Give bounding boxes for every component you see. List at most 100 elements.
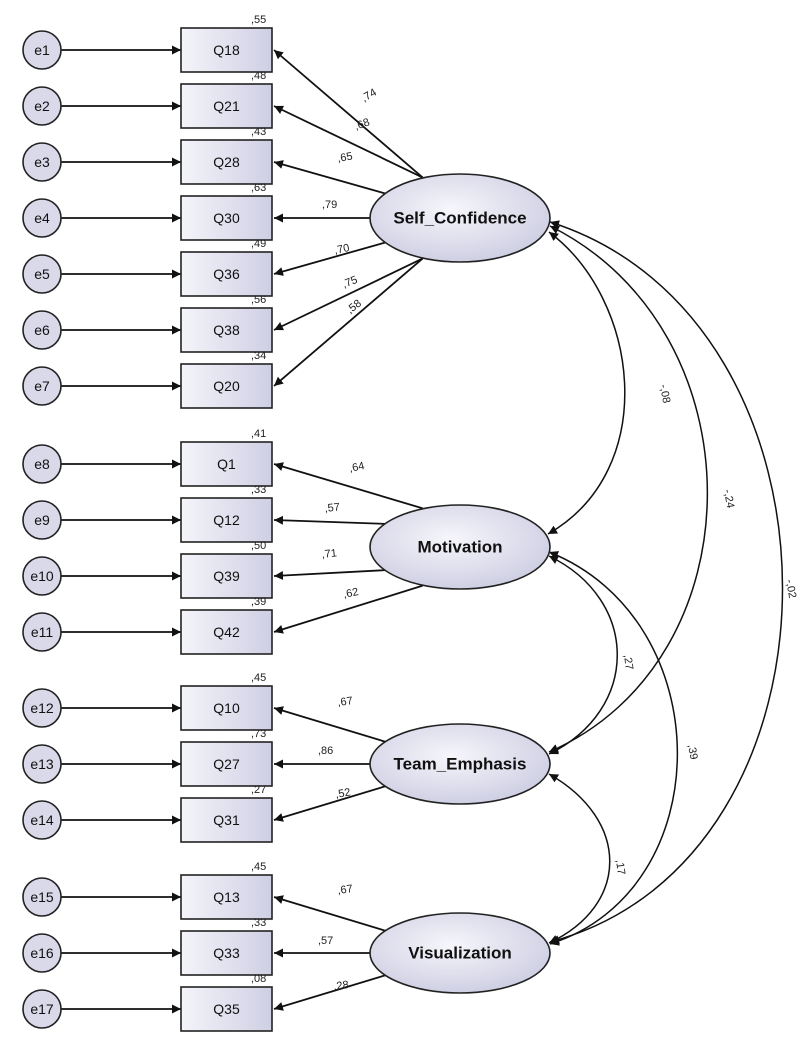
loading-label: ,62 (342, 586, 359, 601)
loading-label: ,57 (318, 935, 333, 947)
loading-label: ,52 (334, 786, 351, 800)
indicator-box-Q31 (180, 797, 273, 843)
loading-label: ,68 (353, 116, 371, 133)
error-label: e11 (31, 624, 54, 640)
covariance-path (548, 555, 618, 755)
indicator-label: Q30 (213, 210, 240, 226)
r-squared-label: ,63 (251, 182, 266, 194)
loading-path (273, 895, 387, 932)
indicator-box-Q28 (180, 139, 273, 185)
loading-label: ,67 (337, 883, 354, 897)
covariance-path (548, 551, 679, 946)
r-squared-label: ,45 (251, 861, 266, 873)
indicator-label: Q18 (213, 42, 240, 58)
latent-label: Self_Confidence (393, 209, 526, 228)
loading-path (273, 462, 423, 510)
r-squared-label: ,34 (251, 350, 266, 362)
loading-label: ,74 (360, 87, 379, 105)
indicator-box-Q30 (180, 195, 273, 241)
latent-node-self-confidence (369, 173, 551, 263)
error-node-e9 (22, 500, 62, 540)
covariance-label: ,39 (685, 743, 699, 760)
error-label: e12 (30, 700, 54, 716)
r-squared-label: ,49 (251, 238, 266, 250)
latent-node-team-emphasis (369, 723, 551, 805)
error-node-e17 (22, 989, 62, 1029)
r-squared-label: ,41 (251, 428, 266, 440)
indicator-label: Q27 (213, 756, 240, 772)
loading-path (273, 515, 387, 525)
error-node-e11 (22, 612, 62, 652)
loading-path (273, 241, 387, 276)
indicator-box-Q18 (180, 27, 273, 73)
r-squared-label: ,50 (251, 540, 266, 552)
indicator-box-Q42 (180, 609, 273, 655)
loading-label: ,65 (336, 150, 353, 164)
error-label: e2 (34, 98, 50, 114)
loading-label: ,75 (341, 274, 360, 291)
indicator-label: Q13 (213, 889, 240, 905)
indicator-box-Q12 (180, 497, 273, 543)
indicator-label: Q21 (213, 98, 240, 114)
loading-label: ,67 (337, 695, 354, 709)
error-label: e5 (34, 266, 50, 282)
error-label: e9 (34, 512, 50, 528)
error-node-e14 (22, 800, 62, 840)
indicator-box-Q21 (180, 83, 273, 129)
error-node-e4 (22, 198, 62, 238)
loading-label: ,70 (333, 242, 350, 257)
loading-label: ,64 (348, 460, 365, 475)
error-label: e10 (30, 568, 54, 584)
indicator-label: Q10 (213, 700, 240, 716)
error-node-e6 (22, 310, 62, 350)
latent-label: Team_Emphasis (394, 755, 527, 774)
indicator-box-Q20 (180, 363, 273, 409)
loading-path (273, 257, 424, 387)
loading-label: ,28 (333, 979, 350, 993)
r-squared-label: ,43 (251, 126, 266, 138)
error-label: e7 (34, 378, 50, 394)
error-node-e2 (22, 86, 62, 126)
latent-label: Motivation (418, 538, 503, 557)
r-squared-label: ,27 (251, 784, 266, 796)
indicator-box-Q1 (180, 441, 273, 487)
covariance-path (549, 220, 784, 945)
error-node-e7 (22, 366, 62, 406)
r-squared-label: ,45 (251, 672, 266, 684)
error-label: e16 (30, 945, 54, 961)
loading-path (273, 785, 387, 822)
indicator-box-Q27 (180, 741, 273, 787)
error-node-e3 (22, 142, 62, 182)
indicator-label: Q28 (213, 154, 240, 170)
indicator-label: Q33 (213, 945, 240, 961)
r-squared-label: ,55 (251, 14, 266, 26)
error-node-e12 (22, 688, 62, 728)
indicator-label: Q42 (213, 624, 240, 640)
loading-label: ,79 (322, 199, 337, 211)
error-label: e14 (30, 812, 54, 828)
r-squared-label: ,08 (251, 973, 266, 985)
indicator-label: Q1 (217, 456, 236, 472)
indicator-box-Q36 (180, 251, 273, 297)
indicator-label: Q20 (213, 378, 240, 394)
loading-path (273, 105, 424, 179)
covariance-label: -,24 (721, 488, 736, 509)
covariance-label: -,08 (657, 383, 672, 404)
loading-label: ,58 (344, 297, 363, 316)
error-label: e17 (30, 1001, 54, 1017)
indicator-label: Q38 (213, 322, 240, 338)
loading-path (273, 706, 387, 743)
loading-label: ,71 (321, 547, 337, 561)
latent-node-visualization (369, 912, 551, 994)
latent-label: Visualization (408, 944, 512, 963)
covariance-label: ,27 (621, 654, 635, 671)
arrows-layer (61, 45, 784, 1014)
r-squared-label: ,39 (251, 596, 266, 608)
indicator-box-Q13 (180, 874, 273, 920)
error-label: e6 (34, 322, 50, 338)
latent-node-motivation (369, 504, 551, 590)
nodes-layer: e1e2e3e4e5e6e7e8e9e10e11e12e13e14e15e16e… (22, 27, 551, 1032)
error-node-e8 (22, 444, 62, 484)
r-squared-label: ,33 (251, 484, 266, 496)
